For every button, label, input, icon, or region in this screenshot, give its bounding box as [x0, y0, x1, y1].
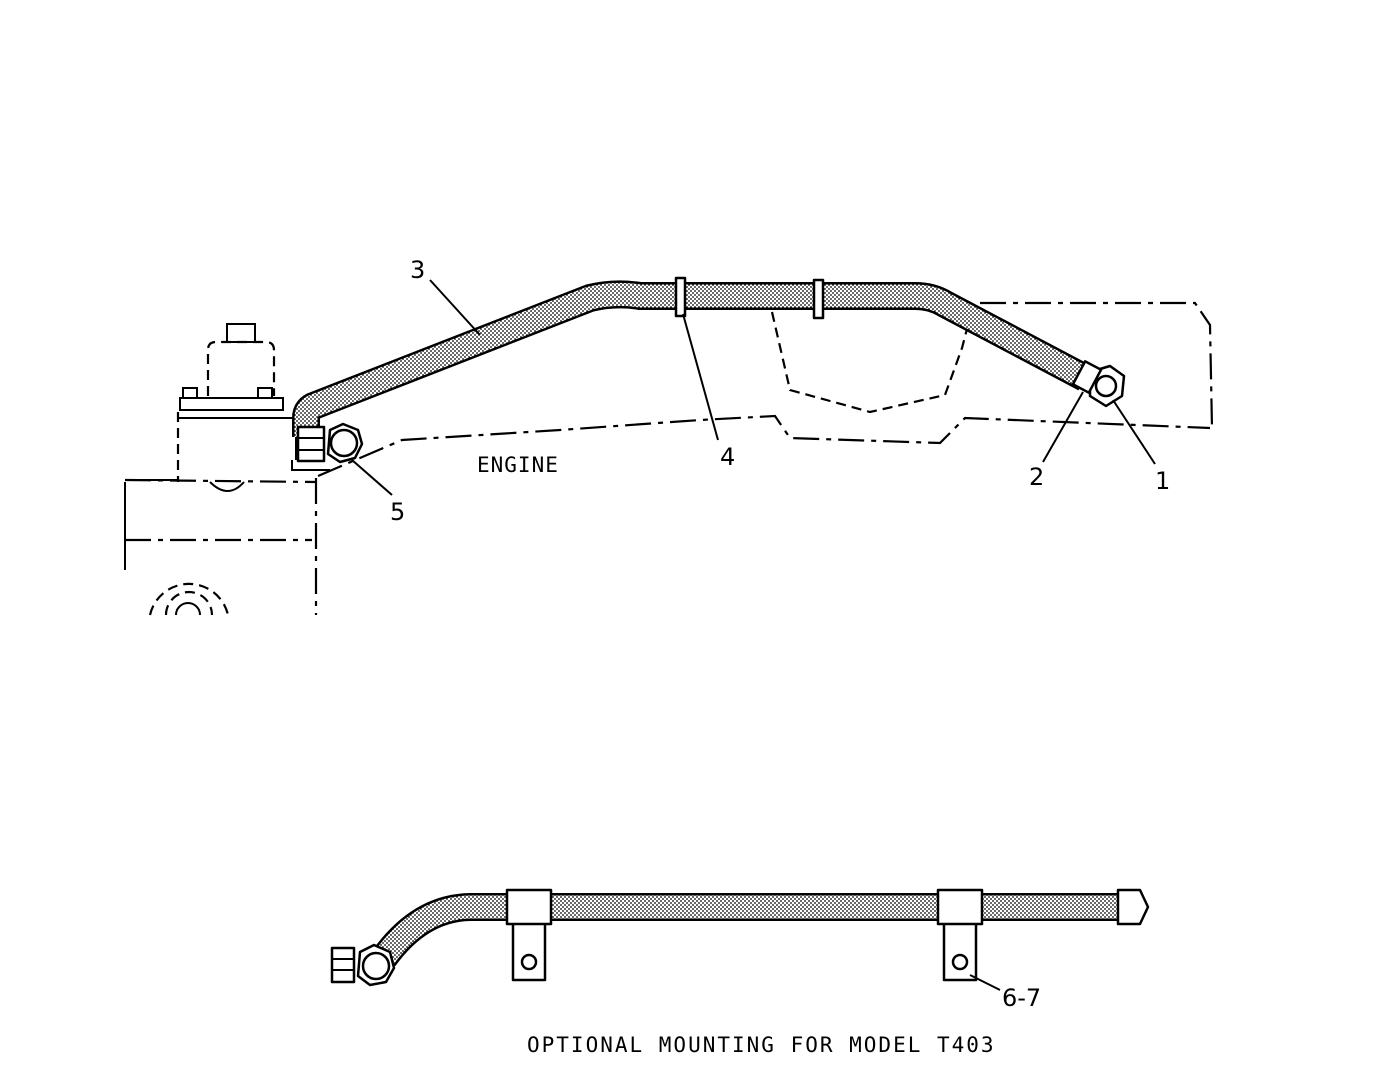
elbow-fitting-right [1071, 360, 1126, 408]
callout-4: 4 [720, 443, 735, 471]
leader-line-6-7 [969, 974, 1001, 991]
optional-mounting-caption: OPTIONAL MOUNTING FOR MODEL T403 [527, 1033, 996, 1057]
optional-hose [372, 893, 1125, 967]
pulley [148, 582, 230, 616]
leader-lines [351, 279, 1156, 496]
elbow-fitting-left [296, 422, 364, 464]
main-view: ENGINE 1 2 3 4 5 [124, 256, 1214, 616]
callout-3: 3 [410, 256, 425, 284]
engine-label: ENGINE [477, 453, 559, 477]
mounting-clamp-left [505, 888, 553, 982]
optional-elbow-fitting [330, 943, 396, 987]
callout-6-7: 6-7 [1002, 984, 1041, 1012]
engine-recess [770, 311, 970, 414]
hose-assembly [292, 280, 1092, 437]
callout-2: 2 [1029, 463, 1044, 491]
optional-end-fitting [1116, 888, 1150, 926]
callout-5: 5 [390, 498, 405, 526]
callout-1: 1 [1155, 467, 1170, 495]
optional-view: 6-7 OPTIONAL MOUNTING FOR MODEL T403 [330, 888, 1150, 1057]
mounting-clamp-right [936, 888, 984, 982]
engine-outline [124, 301, 1214, 615]
hose-clips [674, 276, 825, 320]
